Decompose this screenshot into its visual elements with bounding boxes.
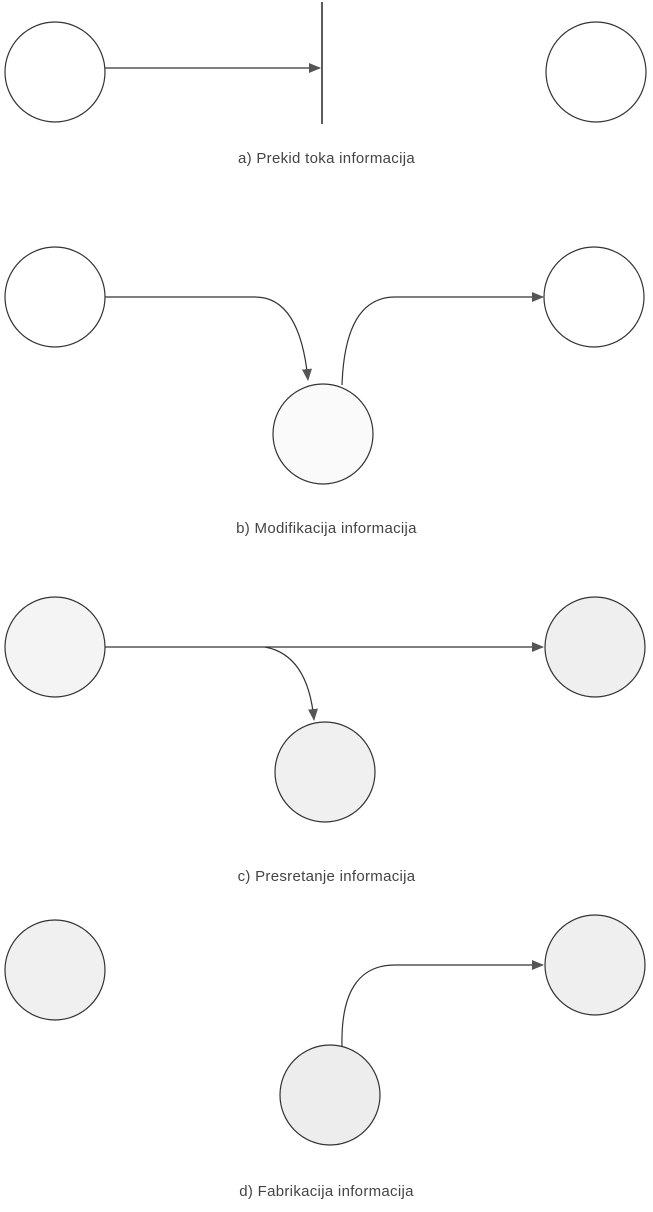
caption-c: c) Presretanje informacija bbox=[237, 868, 416, 885]
destination-node bbox=[543, 246, 645, 348]
panel-b-modification bbox=[4, 246, 645, 485]
panel-a-interruption bbox=[4, 2, 647, 124]
source-node bbox=[4, 596, 106, 698]
attacker-node bbox=[279, 1044, 381, 1146]
fabrication-arrow bbox=[341, 960, 544, 1048]
interception-arrow bbox=[264, 646, 318, 721]
panel-c-interception bbox=[4, 596, 646, 823]
attacker-node bbox=[272, 383, 374, 485]
attacker-node bbox=[274, 721, 376, 823]
source-node bbox=[4, 21, 106, 123]
source-node bbox=[4, 246, 106, 348]
flow-from-attacker-arrow bbox=[341, 292, 544, 386]
caption-b: b) Modifikacija informacija bbox=[236, 520, 417, 537]
destination-node bbox=[544, 596, 646, 698]
destination-node bbox=[545, 21, 647, 123]
caption-d: d) Fabrikacija informacija bbox=[239, 1183, 414, 1200]
flow-to-attacker-arrow bbox=[105, 296, 312, 381]
caption-a: a) Prekid toka informacija bbox=[237, 150, 416, 167]
source-node bbox=[4, 919, 106, 1021]
destination-node bbox=[544, 914, 646, 1016]
panel-d-fabrication bbox=[4, 914, 646, 1146]
